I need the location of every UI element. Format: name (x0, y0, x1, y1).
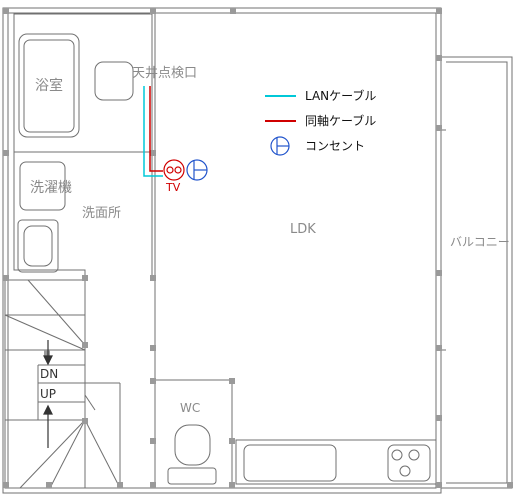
legend-coax-label: 同軸ケーブル (305, 114, 377, 128)
stair-label-down: DN (40, 367, 59, 381)
coax-cable (149, 86, 163, 172)
room-label-washer: 洗濯機 (30, 180, 72, 196)
bath-fixture (94, 61, 134, 101)
stair-label-up: UP (40, 387, 57, 401)
legend-outlet-label: コンセント (305, 139, 366, 153)
dn-arrow-head (43, 355, 53, 366)
toilet-tank (167, 467, 217, 485)
up-arrow-head (43, 404, 53, 415)
toilet-bowl (174, 424, 211, 466)
washing-machine (19, 161, 66, 211)
wash-basin (17, 219, 59, 273)
room-label-washroom: 洗面所 (82, 206, 122, 221)
room-label-bathroom: 浴室 (35, 78, 63, 94)
bathroom-wall (13, 13, 153, 153)
lan-cable (143, 86, 163, 177)
wall-posts (3, 8, 513, 488)
outlet-symbol (186, 159, 208, 181)
bathtub (18, 33, 80, 138)
tv-label: TV (166, 181, 181, 194)
stove (387, 444, 431, 482)
burner-2 (408, 449, 420, 461)
tv-outlet (163, 159, 185, 181)
balcony-outline (441, 56, 513, 489)
kitchen-counter (235, 439, 437, 485)
kitchen-sink (243, 444, 337, 482)
burner-1 (391, 449, 403, 461)
room-label-wc: WC (180, 401, 201, 415)
legend-outlet-icon (270, 136, 290, 156)
room-label-ldk: LDK (290, 222, 316, 237)
outer-wall (2, 7, 442, 494)
room-label-balcony: バルコニー (450, 235, 510, 249)
stair-area (4, 279, 86, 489)
burner-3 (399, 465, 411, 477)
legend-lan-label: LANケーブル (305, 89, 377, 103)
room-label-ceiling-hatch: 天井点検口 (132, 66, 198, 81)
